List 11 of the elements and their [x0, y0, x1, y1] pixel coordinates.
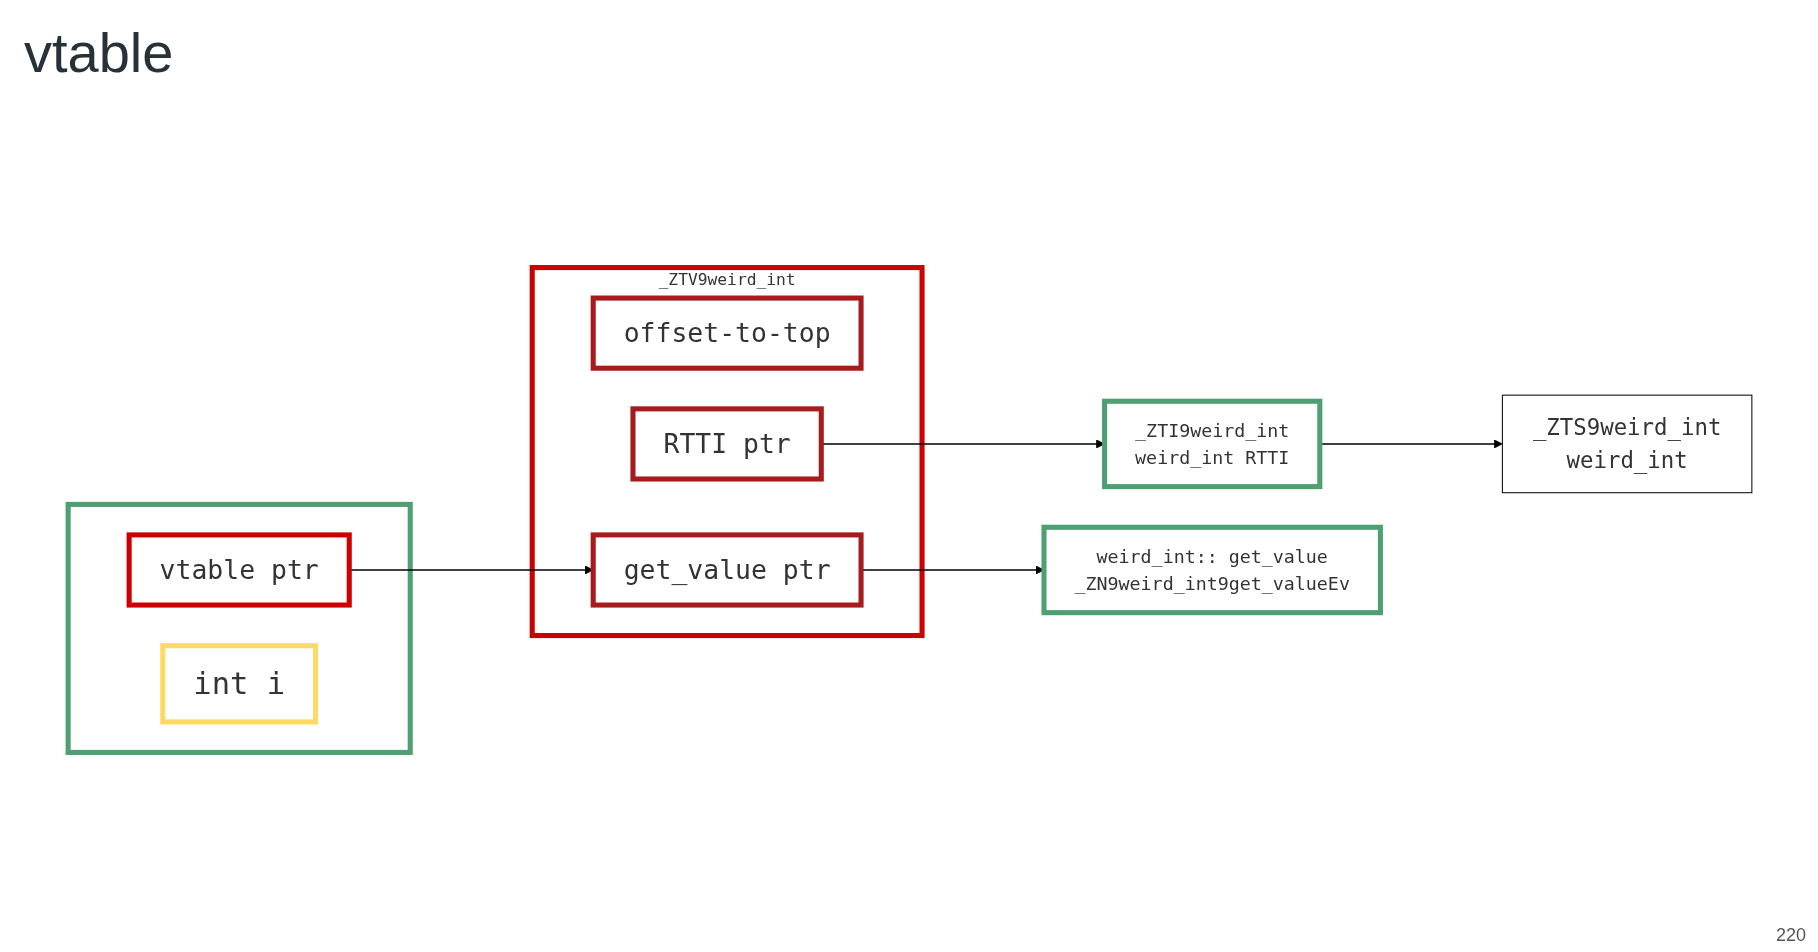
node-box: _ZTI9weird_int weird_int RTTI [1102, 398, 1323, 490]
node-box: int i [160, 643, 319, 725]
node-box: vtable ptr [126, 532, 352, 608]
cluster [65, 501, 413, 755]
node-box: offset-to-top [590, 295, 864, 371]
node-box: RTTI ptr [630, 406, 824, 482]
node-box: _ZTS9weird_int weird_int [1501, 394, 1753, 494]
node-box: get_value ptr [590, 532, 864, 608]
title: vtable [24, 20, 174, 85]
node-box: weird_int:: get_value _ZN9weird_int9get_valueEv [1041, 524, 1383, 616]
page-number: 220 [1775, 925, 1806, 945]
